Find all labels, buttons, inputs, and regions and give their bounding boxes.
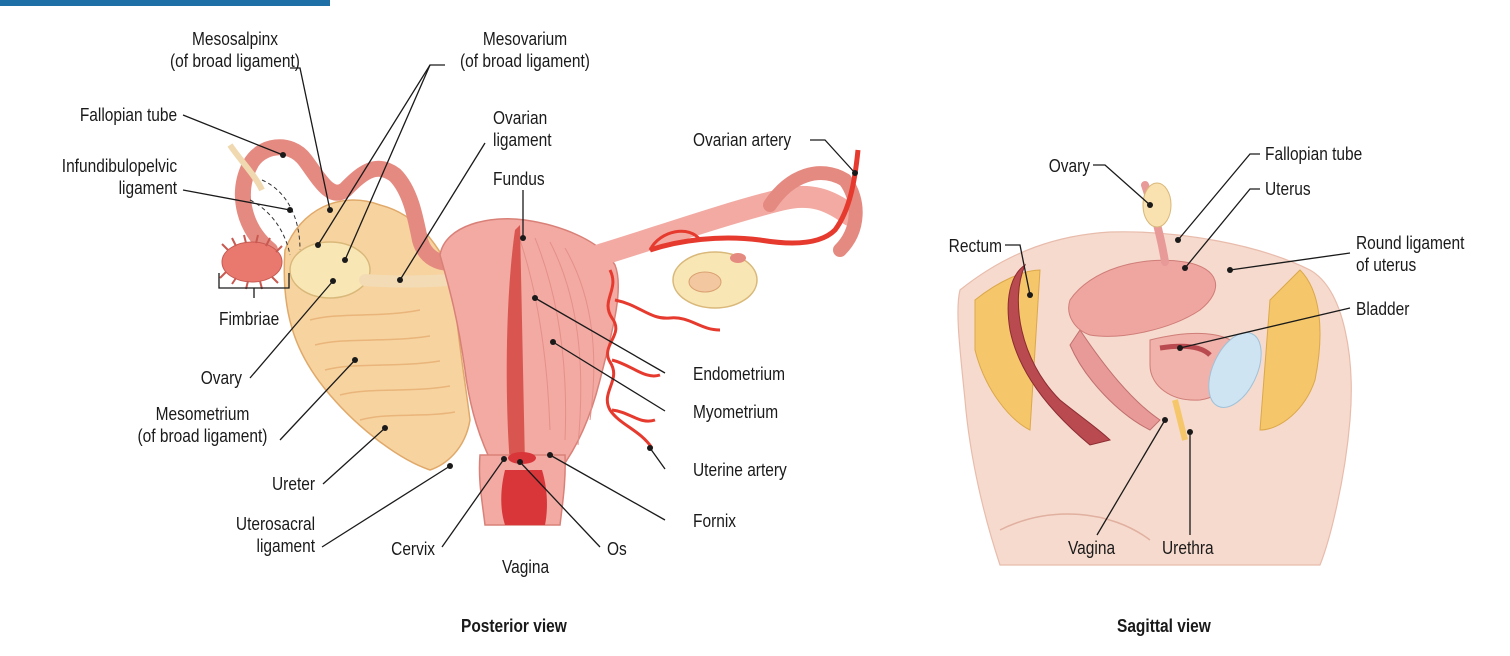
header-bar (0, 0, 330, 6)
label-mesovarium-line2: (of broad ligament) (460, 51, 590, 71)
sagittal-label-uterus: Uterus (1265, 179, 1311, 199)
sagittal-label-urethra: Urethra (1162, 538, 1214, 558)
label-fundus: Fundus (493, 169, 545, 189)
label-ovarian-ligament: Ovarian ligament (493, 107, 552, 151)
label-ovary: Ovary (200, 368, 242, 388)
rectum (1007, 263, 1111, 446)
label-uterosacral-line1: Uterosacral (235, 514, 315, 534)
sagittal-label-round-ligament-line2: of uterus (1356, 255, 1417, 275)
label-uterosacral-ligament: Uterosacral ligament (236, 513, 315, 557)
vagina-illustration (501, 470, 547, 525)
broad-ligament (283, 199, 471, 471)
label-ovarian-ligament-line1: Ovarian (493, 108, 548, 128)
label-mesometrium-line2: (of broad ligament) (137, 426, 268, 446)
sagittal-ovary (1142, 182, 1172, 228)
sagittal-label-round-ligament-line1: Round ligament (1356, 233, 1465, 253)
label-mesovarium: Mesovarium (of broad ligament) (452, 28, 598, 72)
label-endometrium: Endometrium (693, 364, 786, 384)
label-mesosalpinx-line1: Mesosalpinx (191, 29, 279, 49)
label-fornix: Fornix (693, 511, 737, 531)
label-mesosalpinx: Mesosalpinx (of broad ligament) (162, 28, 308, 72)
sagittal-label-vagina: Vagina (1068, 538, 1116, 558)
label-infundibulopelvic-line2: ligament (118, 178, 177, 198)
label-infundibulopelvic-line1: Infundibulopelvic (61, 156, 177, 176)
sagittal-label-rectum: Rectum (948, 236, 1002, 256)
right-fallopian-tube (589, 185, 861, 266)
caption-posterior-view: Posterior view (461, 616, 567, 636)
label-uterine-artery: Uterine artery (693, 460, 787, 480)
label-os: Os (607, 539, 627, 559)
sagittal-view-illustration (957, 181, 1352, 566)
body-outline (957, 231, 1352, 566)
posterior-leader-dots (280, 152, 858, 469)
uterine-artery-vessels (605, 229, 721, 449)
ovarian-artery-vessel (649, 149, 861, 253)
uterus-body (439, 218, 619, 471)
label-uterosacral-line2: ligament (256, 536, 315, 556)
posterior-leader-lines (182, 64, 856, 548)
sagittal-leader-dots (1027, 202, 1233, 435)
sagittal-label-bladder: Bladder (1356, 299, 1410, 319)
label-fimbriae: Fimbriae (219, 309, 280, 329)
sagittal-label-ovary: Ovary (1048, 156, 1090, 176)
fimbriae-illustration (221, 241, 283, 283)
left-fallopian-tube (242, 139, 463, 271)
sagittal-leader-lines (1005, 153, 1351, 536)
sagittal-label-round-ligament: Round ligament of uterus (1356, 232, 1464, 276)
label-cervix: Cervix (391, 539, 435, 559)
label-ureter: Ureter (271, 474, 315, 494)
sagittal-uterus (1068, 259, 1217, 337)
label-ovarian-artery: Ovarian artery (693, 130, 792, 150)
label-mesometrium: Mesometrium (of broad ligament) (132, 403, 274, 447)
label-myometrium: Myometrium (693, 402, 779, 422)
label-vagina: Vagina (502, 557, 550, 577)
label-mesosalpinx-line2: (of broad ligament) (170, 51, 300, 71)
label-mesometrium-line1: Mesometrium (155, 404, 250, 424)
posterior-view-illustration (219, 139, 863, 526)
label-mesovarium-line1: Mesovarium (482, 29, 568, 49)
label-ovarian-ligament-line2: ligament (493, 130, 552, 150)
sagittal-label-fallopian-tube: Fallopian tube (1265, 144, 1363, 164)
left-ovary (289, 241, 371, 299)
label-fallopian-tube: Fallopian tube (79, 105, 177, 125)
caption-sagittal-view: Sagittal view (1117, 616, 1211, 636)
label-infundibulopelvic-ligament: Infundibulopelvic ligament (62, 155, 177, 199)
